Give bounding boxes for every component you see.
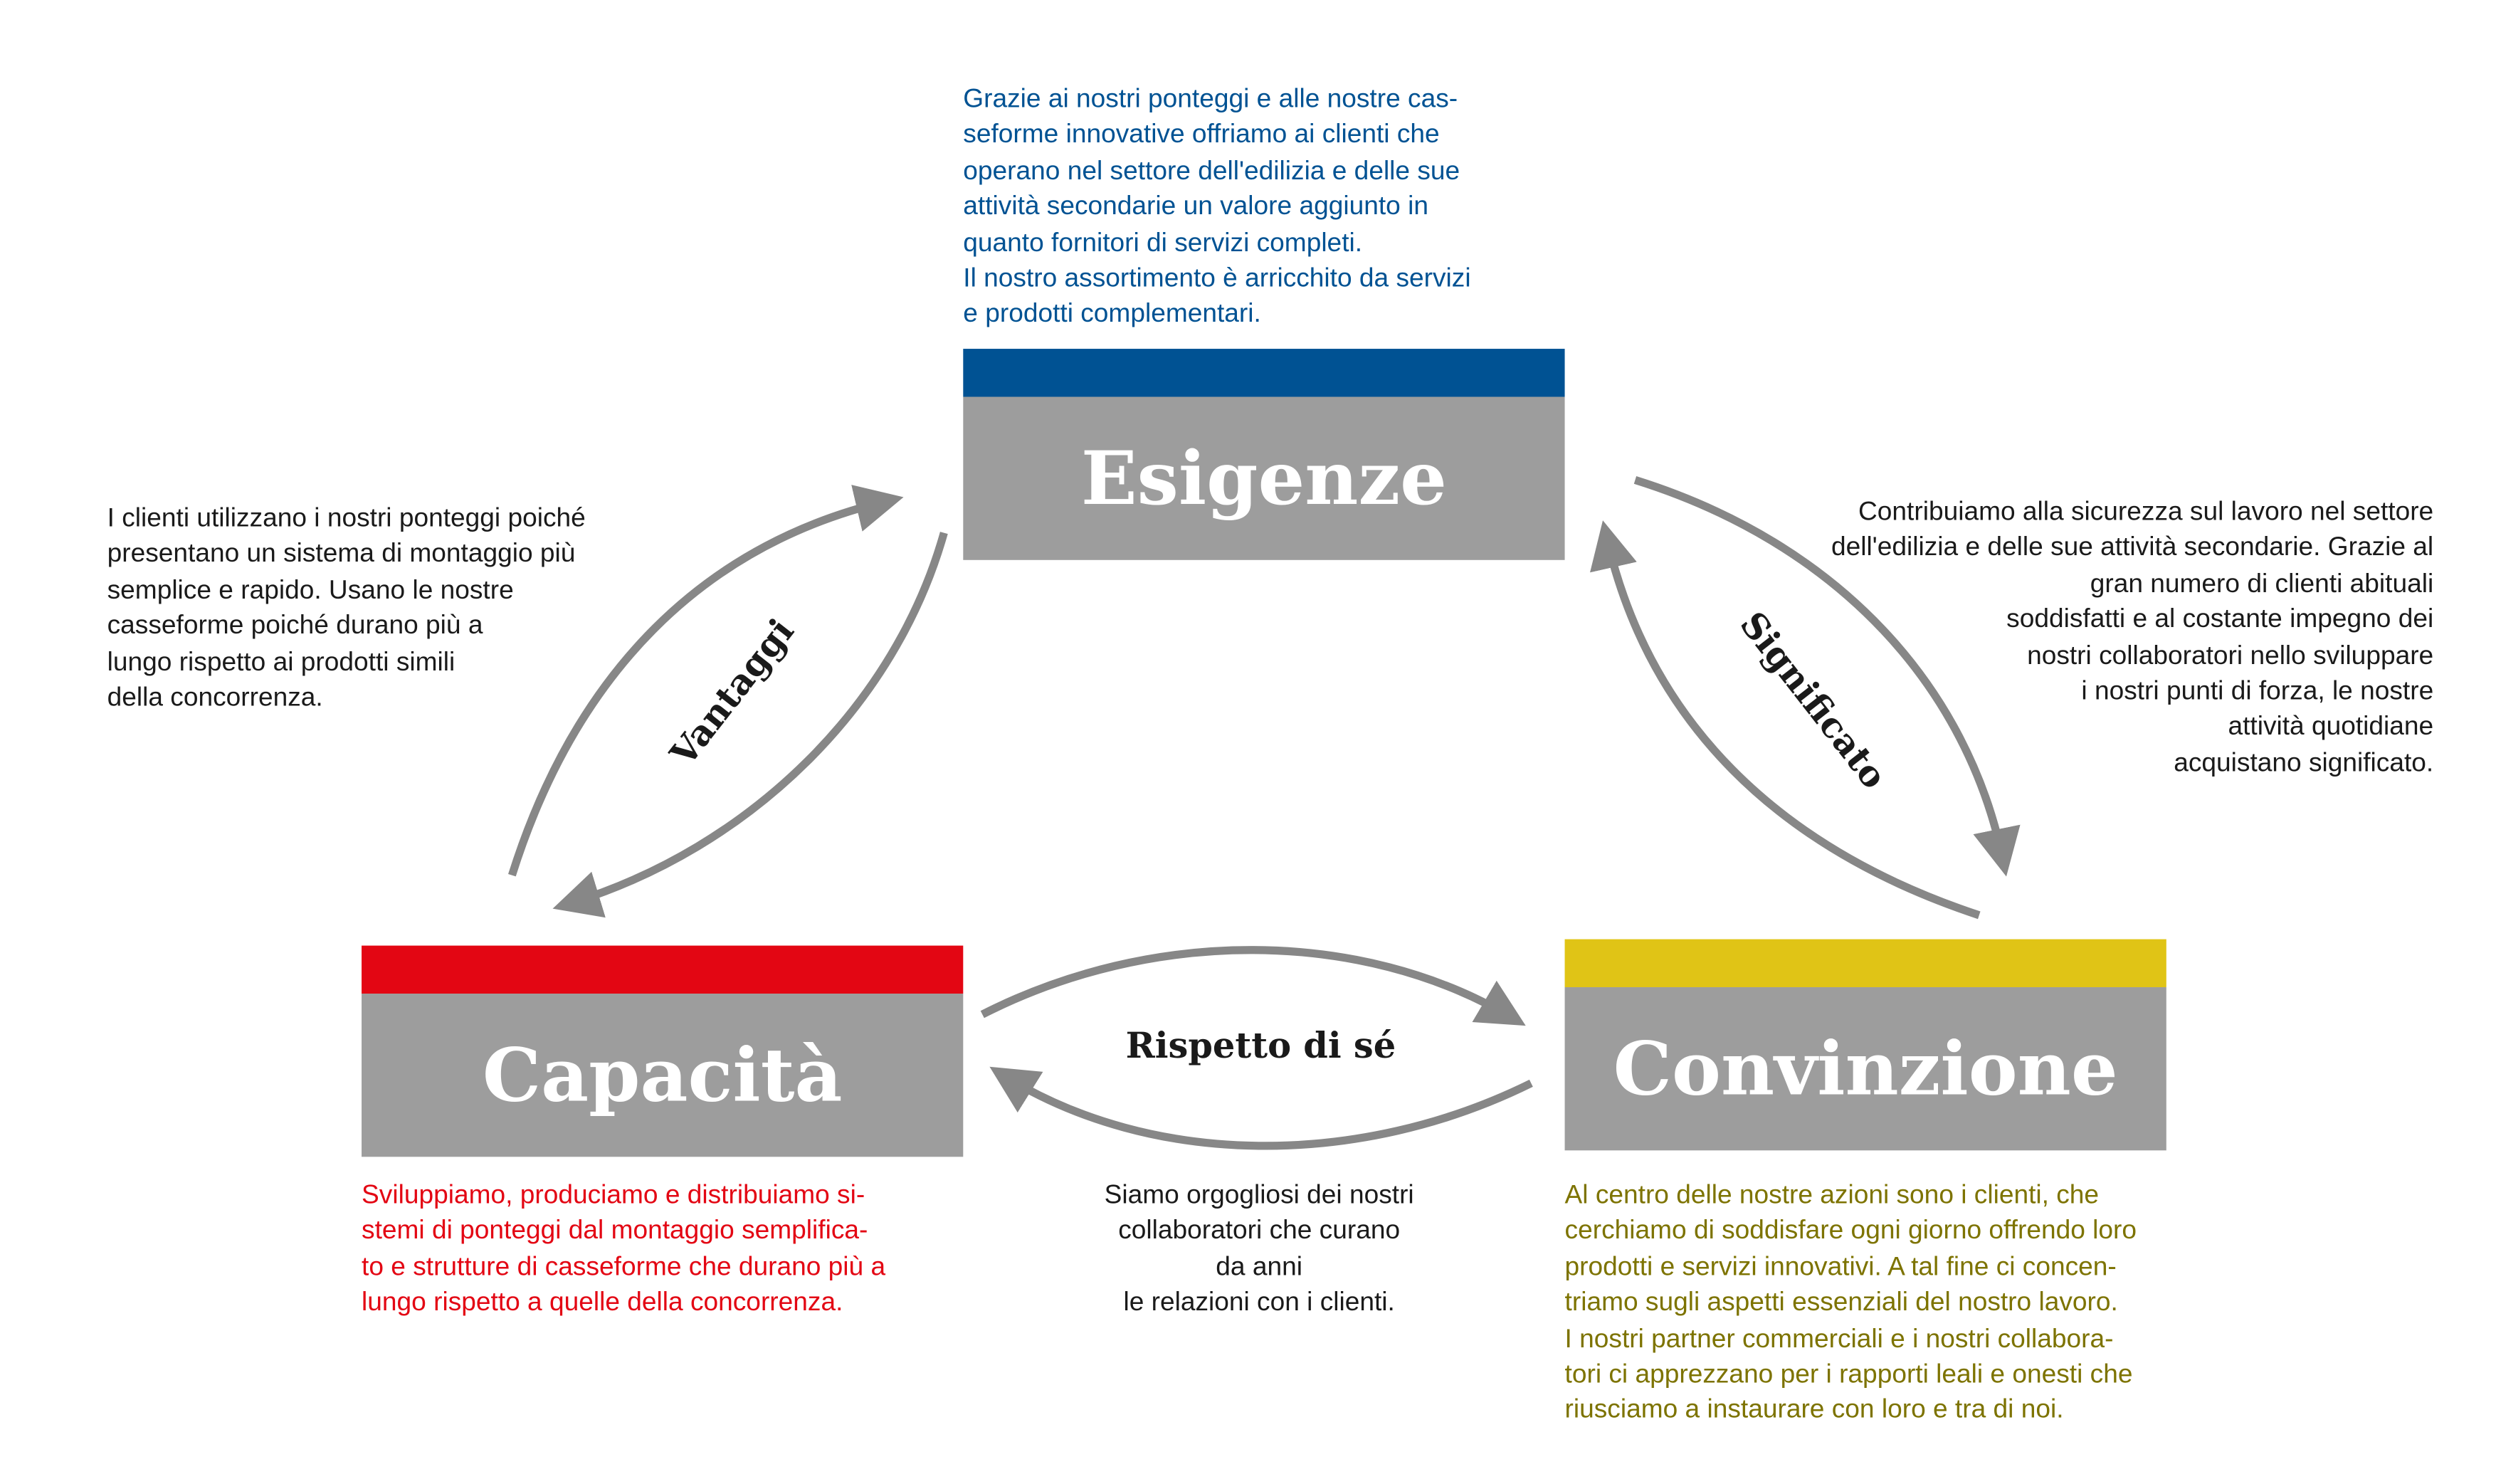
- arrow-significato-down: [1633, 476, 2021, 877]
- convinzione-box: Convinzione: [1564, 987, 2166, 1151]
- arrow-vantaggi-up: [508, 485, 904, 877]
- arrow-rispetto-left: [989, 1066, 1533, 1150]
- esigenze-title: Esigenze: [1080, 435, 1447, 522]
- arrow-rispetto-right: [980, 946, 1526, 1026]
- convinzione-title: Convinzione: [1613, 1025, 2118, 1112]
- esigenze-description: Grazie ai nostri ponteggi e alle nostre …: [963, 85, 1471, 329]
- capacita-description: Sviluppiamo, produciamo e distribuiamo s…: [362, 1181, 886, 1317]
- significato-description: Contribuiamo alla sicurezza sul lavoro n…: [1831, 498, 2434, 778]
- rispetto-label: Rispetto di sé: [1125, 1025, 1396, 1068]
- capacita-title: Capacità: [482, 1031, 843, 1119]
- esigenze-box: Esigenze: [963, 396, 1565, 560]
- capacita-box: Capacità: [362, 994, 964, 1157]
- vantaggi-description: I clienti utilizzano i nostri ponteggi p…: [107, 504, 586, 712]
- convinzione-color-bar: [1564, 939, 2166, 988]
- convinzione-description: Al centro delle nostre azioni sono i cli…: [1564, 1181, 2137, 1425]
- esigenze-color-bar: [963, 349, 1565, 397]
- arrow-vantaggi-down: [552, 532, 948, 918]
- rispetto-description: Siamo orgogliosi dei nostri collaborator…: [1104, 1181, 1414, 1317]
- capacita-color-bar: [362, 945, 964, 994]
- arrow-significato-up: [1590, 520, 1981, 920]
